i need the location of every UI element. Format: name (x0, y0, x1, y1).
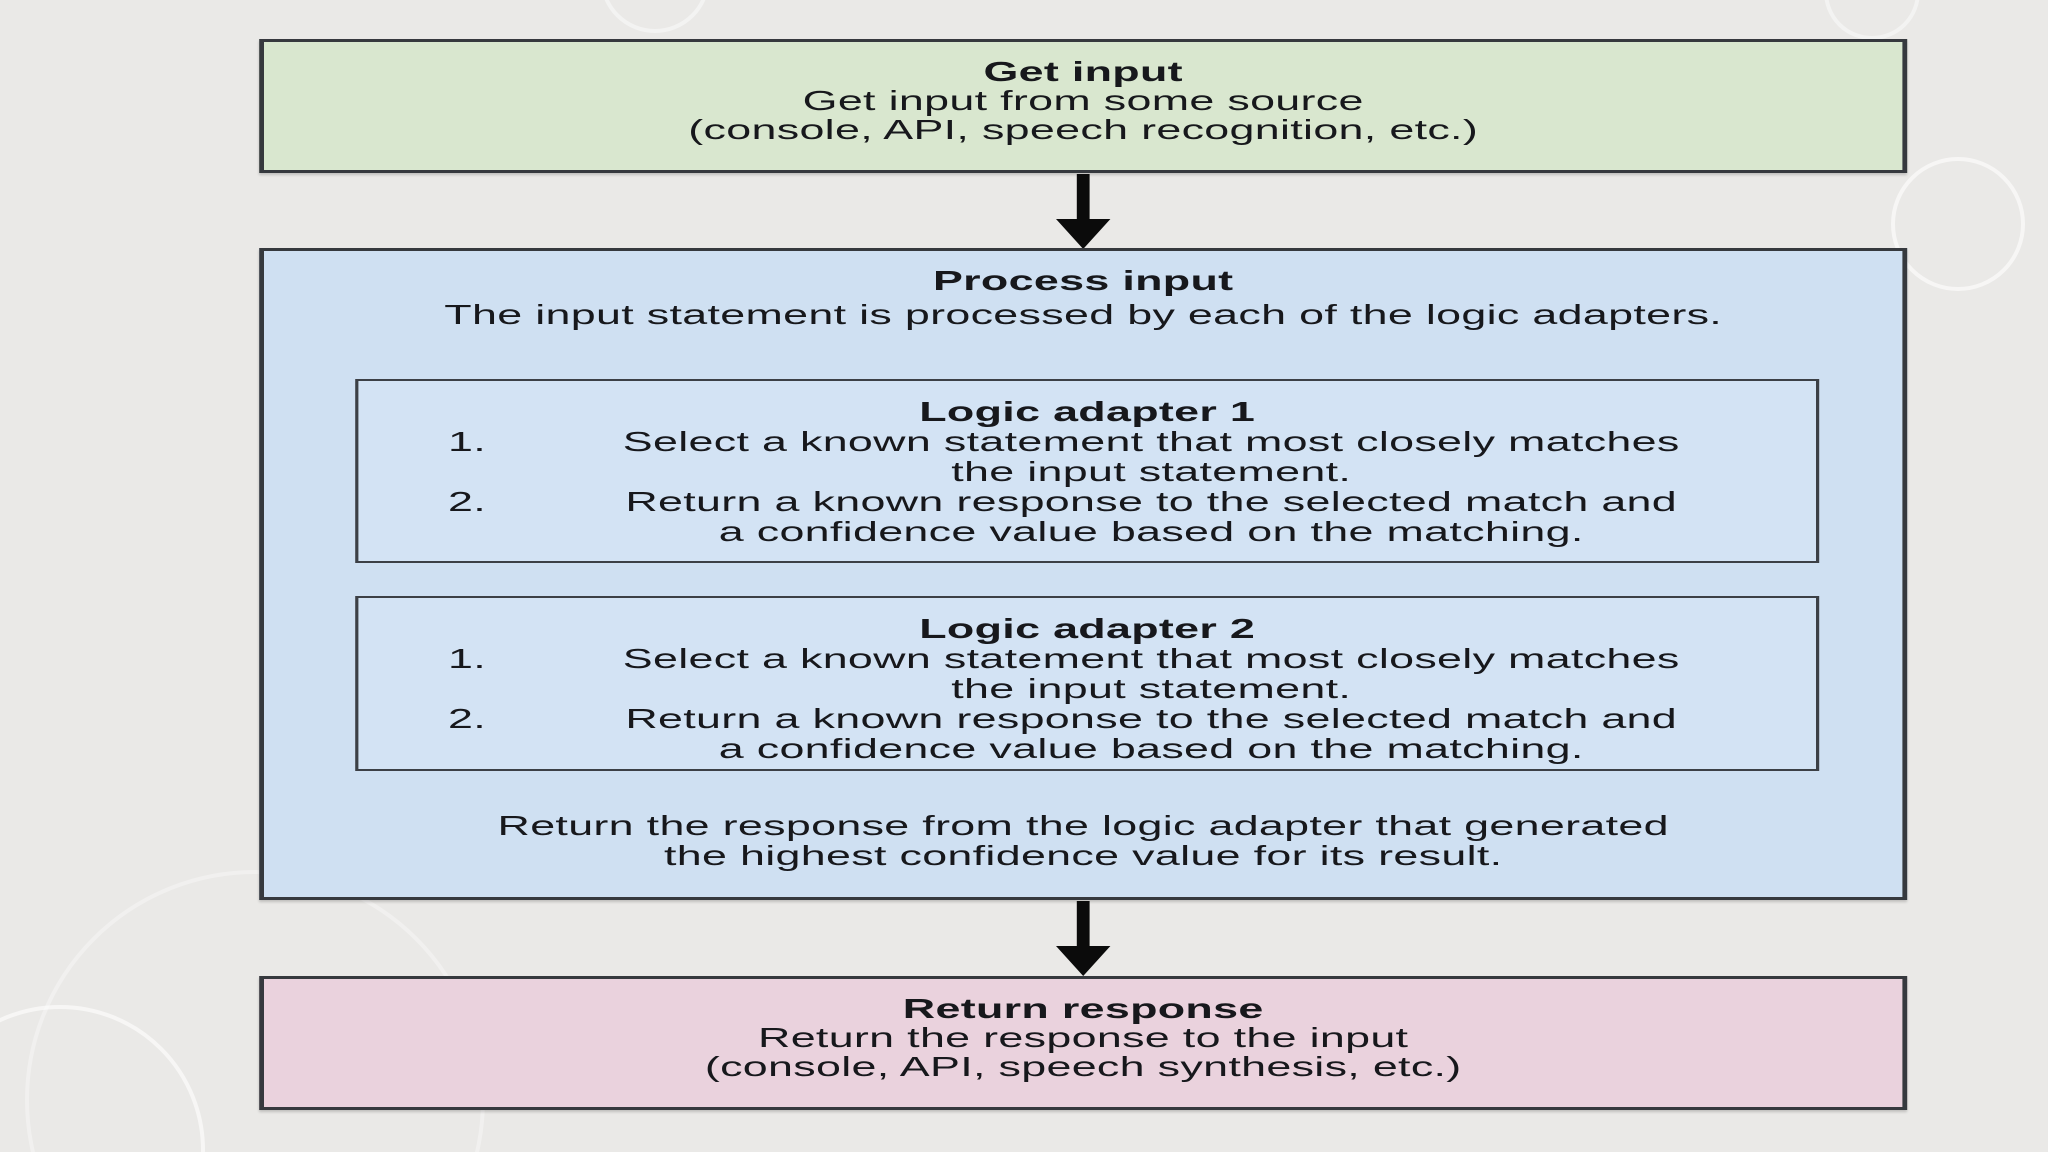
list-item: 2. Return a known response to the select… (448, 486, 1816, 517)
list-item-number: 1. (448, 426, 487, 457)
arrow-head-icon (1056, 946, 1111, 976)
list-item-number: 1. (448, 643, 487, 674)
list-item: 2. Return a known response to the select… (448, 703, 1816, 734)
node-get-input-title: Get input (983, 56, 1183, 87)
list-item-text: Select a known statement that most close… (622, 426, 1680, 457)
node-get-input-line: (console, API, speech recognition, etc.) (688, 114, 1479, 145)
arrow-shaft (1076, 174, 1090, 222)
footer-line: the highest confidence value for its res… (664, 840, 1503, 871)
list-item-text: Return a known response to the selected … (625, 486, 1678, 517)
list-item-text: Select a known statement that most close… (622, 643, 1680, 674)
node-logic-adapter-1: Logic adapter 1 1. Select a known statem… (355, 379, 1820, 563)
node-process-input: Process input The input statement is pro… (259, 248, 1908, 900)
list-item-continuation: a confidence value based on the matching… (718, 733, 1584, 764)
list-item-number: 2. (448, 486, 487, 517)
node-return-response-line: Return the response to the input (758, 1022, 1409, 1053)
footer-line: Return the response from the logic adapt… (497, 810, 1669, 841)
node-process-input-subtitle: The input statement is processed by each… (444, 299, 1723, 330)
node-get-input-line: Get input from some source (802, 85, 1364, 116)
list-item-continuation: the input statement. (951, 456, 1352, 487)
node-process-input-footer: Return the response from the logic adapt… (264, 811, 1902, 871)
list-item: 1. Select a known statement that most cl… (448, 643, 1816, 674)
node-return-response-text: Return response Return the response to t… (264, 979, 1902, 1081)
node-logic-adapter-2: Logic adapter 2 1. Select a known statem… (355, 596, 1820, 771)
logic-adapter-2-title: Logic adapter 2 (919, 613, 1256, 644)
node-return-response: Return response Return the response to t… (259, 976, 1908, 1110)
node-return-response-line: (console, API, speech synthesis, etc.) (704, 1051, 1462, 1082)
node-return-response-title: Return response (902, 993, 1264, 1024)
decorative-circle (1891, 157, 2025, 291)
arrow-shaft (1076, 901, 1090, 949)
node-get-input: Get input Get input from some source (co… (259, 39, 1908, 173)
list-item-continuation: a confidence value based on the matching… (718, 516, 1584, 547)
node-process-input-title: Process input (932, 265, 1234, 296)
node-get-input-text: Get input Get input from some source (co… (264, 42, 1902, 144)
node-process-input-text: Process input The input statement is pro… (264, 251, 1902, 329)
list-item-text: Return a known response to the selected … (625, 703, 1678, 734)
logic-adapter-1-title: Logic adapter 1 (919, 396, 1256, 427)
list-item-number: 2. (448, 703, 487, 734)
arrow-head-icon (1056, 219, 1111, 249)
list-item-continuation: the input statement. (951, 673, 1352, 704)
list-item: 1. Select a known statement that most cl… (448, 426, 1816, 457)
